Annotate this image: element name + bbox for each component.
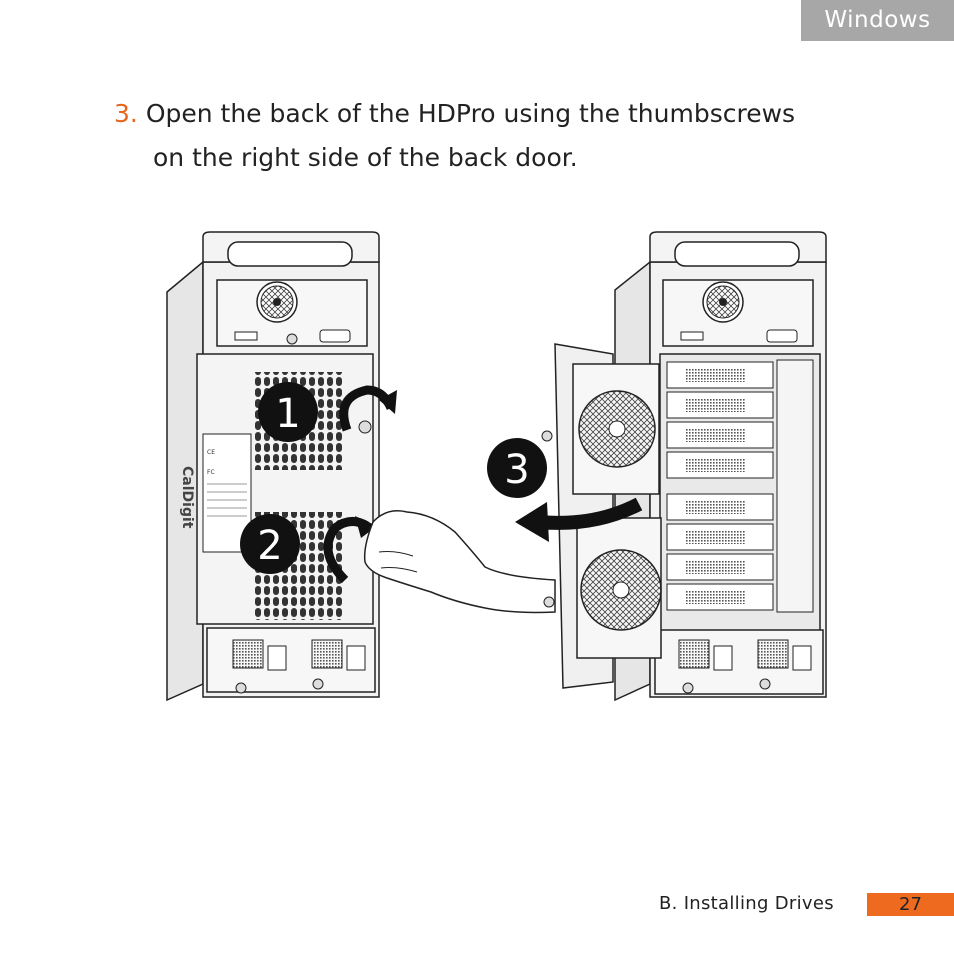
step-text-line2: on the right side of the back door. — [153, 143, 578, 172]
callout-3: 3 — [487, 438, 643, 542]
svg-text:CalDigit: CalDigit — [179, 466, 195, 529]
hdpro-illustration: CalDigit CE FC — [155, 222, 845, 714]
svg-text:3: 3 — [504, 447, 529, 493]
section-tab: Windows — [801, 0, 954, 41]
svg-text:FC: FC — [207, 469, 215, 476]
right-enclosure — [614, 231, 827, 702]
callout-2: 2 — [240, 514, 377, 584]
svg-text:CE: CE — [207, 449, 215, 456]
hand-illustration — [363, 510, 556, 614]
step-text-line1: Open the back of the HDPro using the thu… — [145, 99, 796, 128]
drive-bays — [666, 359, 814, 613]
step-number: 3. — [114, 99, 138, 128]
footer-section-label: B. Installing Drives — [659, 893, 834, 914]
left-enclosure: CalDigit CE FC — [166, 231, 385, 702]
callout-1: 1 — [258, 382, 397, 442]
step-instruction: 3. Open the back of the HDPro using the … — [114, 92, 874, 180]
svg-text:2: 2 — [257, 523, 282, 569]
svg-text:1: 1 — [275, 391, 300, 437]
page-number: 27 — [867, 893, 954, 916]
